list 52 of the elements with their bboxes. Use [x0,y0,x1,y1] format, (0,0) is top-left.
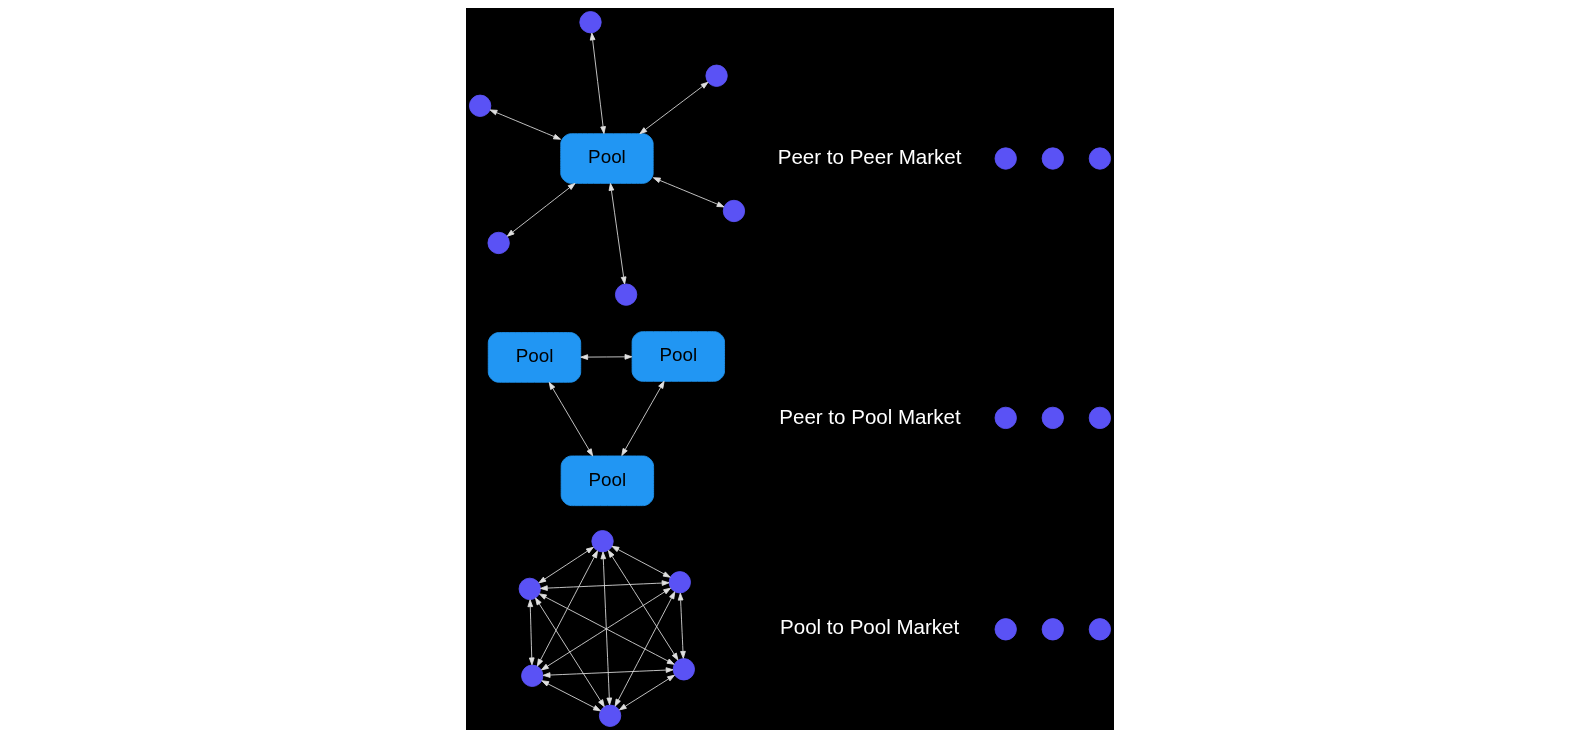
arrow [538,546,594,584]
node-circle [521,664,544,687]
arrow [489,109,562,140]
arrow [541,587,671,671]
arrow [536,550,598,667]
arrow [506,183,576,237]
arrow [527,599,535,666]
arrow [538,593,675,665]
label: Peer to Pool Market [779,404,961,428]
arrow [535,597,605,708]
arrow [608,183,627,285]
arrow [618,674,675,711]
arrow [614,591,676,707]
node-circle [722,199,746,223]
node-circle [1041,147,1064,170]
node-box: Pool [560,133,654,184]
arrow [639,81,709,135]
arrow [541,680,601,712]
arrow [652,177,725,208]
arrow [607,549,679,661]
node-box: Pool [487,332,582,383]
node-box: Pool [560,455,654,507]
node-circle [672,658,695,681]
node-circle [994,406,1017,429]
label: Peer to Peer Market [777,145,962,169]
arrow [600,551,613,706]
node-circle [1041,406,1064,429]
node-circle [598,704,622,727]
node-box: Pool [631,331,725,382]
node-circle [1088,618,1111,641]
node-circle [1041,618,1064,641]
arrow [542,667,674,678]
node-circle [1088,147,1111,170]
node-circle [487,231,510,255]
arrow [621,380,665,456]
node-circle [591,530,614,553]
arrow [677,592,686,659]
node-circle [518,577,541,600]
node-circle [994,147,1017,170]
arrow [611,545,671,578]
node-circle [1088,406,1111,429]
node-circle [579,11,602,34]
node-circle [469,94,492,117]
arrow [548,381,594,457]
node-circle [705,64,728,87]
node-circle [668,571,691,594]
label: Pool to Pool Market [780,615,960,639]
node-circle [994,618,1017,641]
arrow [540,580,670,591]
arrow [589,32,606,134]
node-circle [615,283,638,306]
arrow [580,354,633,360]
